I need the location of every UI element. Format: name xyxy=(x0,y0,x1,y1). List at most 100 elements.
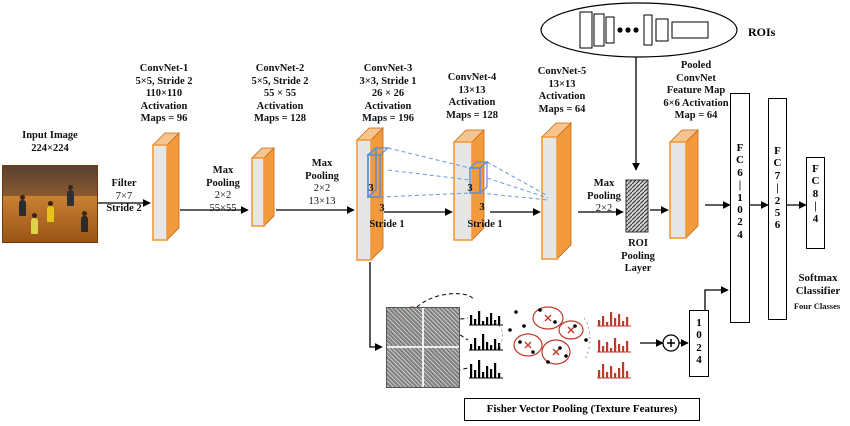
photo-player xyxy=(81,216,88,232)
conv3-kernel-w: 3 xyxy=(379,203,385,214)
fv-vec-char: 2 xyxy=(696,341,702,354)
pool2-line: Pooling xyxy=(305,170,339,182)
pool1-line: Pooling xyxy=(206,177,240,189)
black-histogram xyxy=(469,334,503,351)
fc6-char: 1 xyxy=(737,191,743,204)
roi-pool-label: ROI Pooling Layer xyxy=(610,238,666,276)
photo-player-head xyxy=(68,185,73,190)
photo-wall xyxy=(3,166,97,196)
fc6-char: 2 xyxy=(737,216,743,229)
black-histogram xyxy=(469,360,503,379)
softmax-label: Softmax Classifier xyxy=(788,272,848,297)
conv4-stride: Stride 1 xyxy=(467,219,503,230)
feature-map-divider xyxy=(422,308,424,387)
conv5-line: ConvNet-5 xyxy=(537,66,587,77)
filter-label: Filter 7×7 Stride 2 xyxy=(98,178,150,216)
fc6-char: 0 xyxy=(737,204,743,217)
fc8-char: 4 xyxy=(812,212,819,225)
pooled-slab xyxy=(669,129,699,239)
conv4-slab xyxy=(453,129,485,241)
conv5-line: Maps = 64 xyxy=(538,103,586,115)
fc7-char: 6 xyxy=(774,219,781,232)
photo-player-head xyxy=(20,195,25,200)
conv4-line: Activation xyxy=(448,97,496,108)
black-histogram xyxy=(469,311,503,326)
red-histogram xyxy=(597,312,631,327)
pooled-line: Map = 64 xyxy=(674,110,718,121)
conv1-line: Maps = 96 xyxy=(140,113,188,124)
roi-pool-line: Layer xyxy=(624,263,652,274)
kernel-conv3 xyxy=(366,146,471,199)
input-size: 224×224 xyxy=(31,142,69,154)
fc7-char: 5 xyxy=(774,207,781,220)
roi-pooling-layer xyxy=(625,179,649,233)
fc7-char: 7 xyxy=(774,169,781,182)
fc6-char: | xyxy=(738,179,742,192)
conv4-label: ConvNet-4 13×13 Activation Maps = 128 xyxy=(430,72,514,122)
fc7-char: | xyxy=(776,182,779,195)
input-label: Input Image 224×224 xyxy=(2,130,98,155)
pool1-line: 55×55 xyxy=(209,202,237,214)
fc8-char: C xyxy=(811,175,820,188)
conv4-line: ConvNet-4 xyxy=(447,72,497,83)
fc8-char: 8 xyxy=(812,187,819,200)
roi-pool-line: ROI xyxy=(628,238,648,249)
roi-pool-line: Pooling xyxy=(621,250,655,262)
conv-layers xyxy=(152,122,699,261)
fc7-char: 2 xyxy=(774,194,781,207)
filter-line: Filter xyxy=(111,178,137,189)
photo-player xyxy=(47,206,54,222)
fc6-char: C xyxy=(736,154,744,167)
conv2-line: Activation xyxy=(256,100,304,112)
pool2-label: Max Pooling 2×2 13×13 xyxy=(292,158,352,208)
filter-line: Stride 2 xyxy=(106,203,142,214)
pool3-line: 2×2 xyxy=(595,203,613,214)
fv-vec-char: 1 xyxy=(696,317,702,329)
conv3-label: ConvNet-3 3×3, Stride 1 26 × 26 Activati… xyxy=(338,63,438,126)
classes-label: Four Classes xyxy=(793,301,841,311)
fc8-char: F xyxy=(812,163,819,175)
pooled-line: Feature Map xyxy=(666,85,726,96)
conv2-line: 55 × 55 xyxy=(263,88,297,99)
input-title: Input Image xyxy=(22,130,78,141)
conv4-line: Maps = 128 xyxy=(445,109,499,121)
texture-feature-map xyxy=(386,307,460,388)
conv5-label: ConvNet-5 13×13 Activation Maps = 64 xyxy=(520,66,604,116)
fc7-char: C xyxy=(773,157,782,170)
pool3-line: Max xyxy=(593,178,615,189)
pool1-line: 2×2 xyxy=(214,190,232,201)
conv3-line: ConvNet-3 xyxy=(363,63,413,74)
conv1-line: 5×5, Stride 2 xyxy=(135,75,193,87)
conv1-slab xyxy=(152,132,180,241)
fc6-char: 6 xyxy=(737,166,743,179)
photo-player xyxy=(19,200,26,216)
photo-player xyxy=(31,218,38,234)
conv1-line: ConvNet-1 xyxy=(139,63,189,74)
conv3-line: Maps = 196 xyxy=(361,113,415,124)
filter-line: 7×7 xyxy=(115,190,133,202)
fc6-char: 4 xyxy=(737,228,743,241)
rois-label: ROIs xyxy=(748,25,776,39)
fc6-char: F xyxy=(736,142,744,154)
conv2-line: ConvNet-2 xyxy=(255,63,305,74)
conv2-slab xyxy=(251,147,275,227)
pool1-label: Max Pooling 2×2 55×55 xyxy=(198,165,248,215)
fc8-char: | xyxy=(814,200,817,213)
fv-vec-char: 0 xyxy=(696,329,702,342)
photo-player xyxy=(67,190,74,206)
conv2-line: Maps = 128 xyxy=(253,113,307,124)
softmax-line: Classifier xyxy=(795,284,841,297)
softmax-line: Softmax xyxy=(798,272,838,284)
conv3-kernel-h: 3 xyxy=(368,183,374,194)
conv3-line: 3×3, Stride 1 xyxy=(359,75,417,87)
pool2-line: 2×2 xyxy=(313,183,331,194)
fv-vec-char: 4 xyxy=(696,354,702,367)
red-histogram xyxy=(597,338,631,353)
conv4-kernel-h: 3 xyxy=(467,183,473,194)
pooled-line: 6×6 Activation xyxy=(663,97,729,109)
conv4-line: 13×13 xyxy=(458,84,486,96)
pool3-line: Pooling xyxy=(587,190,621,202)
